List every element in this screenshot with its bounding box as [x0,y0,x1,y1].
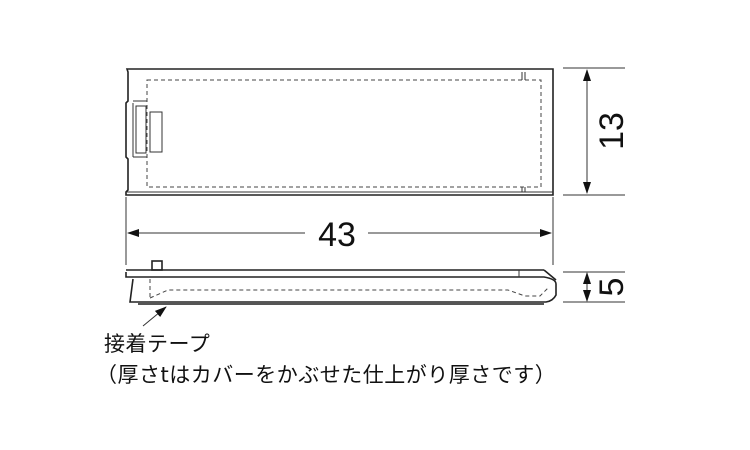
width-value: 43 [318,216,356,254]
adhesive-tape-label: 接着テープ [104,332,211,356]
width-dimension: 43 [125,197,554,265]
height-value: 13 [593,112,631,150]
thickness-value: 5 [593,278,631,297]
thickness-dimension: 5 [563,271,631,303]
height-dimension: 13 [563,67,631,196]
side-view [125,260,557,305]
top-view [125,68,554,196]
tape-leader-arrow [142,306,167,327]
thickness-remark: （厚さtはカバーをかぶせた仕上がり厚さです） [96,363,557,387]
